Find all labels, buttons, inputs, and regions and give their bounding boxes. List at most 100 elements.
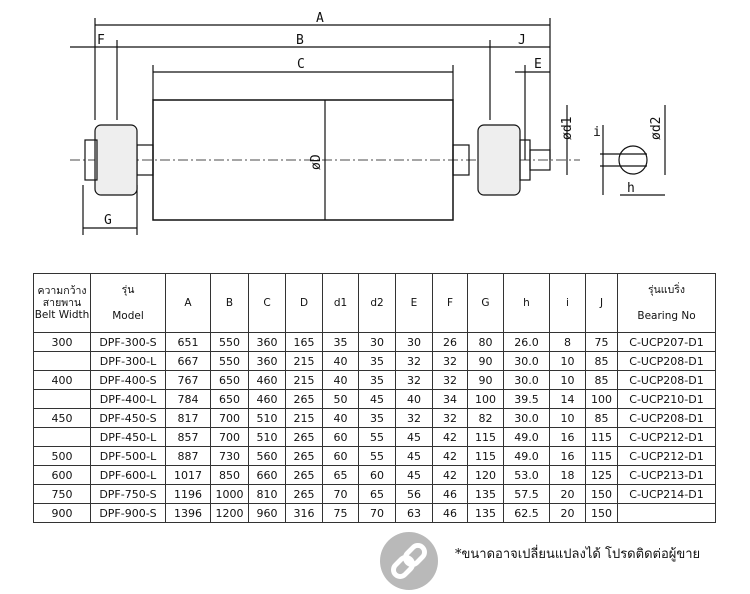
table-cell: 32 <box>432 351 468 371</box>
table-cell: 1196 <box>165 484 211 504</box>
table-cell: 85 <box>585 408 618 428</box>
table-cell: 35 <box>358 408 396 428</box>
link-watermark-icon <box>380 532 438 590</box>
table-cell: 18 <box>549 465 586 485</box>
table-cell: 56 <box>395 484 433 504</box>
table-cell: 650 <box>210 389 249 409</box>
table-cell: 265 <box>285 389 323 409</box>
table-cell: 215 <box>285 351 323 371</box>
column-header: E <box>395 273 433 333</box>
column-header: F <box>432 273 468 333</box>
header-thai: รุ่น <box>121 284 135 296</box>
table-cell: 667 <box>165 351 211 371</box>
table-cell: 265 <box>285 465 323 485</box>
table-cell: 45 <box>395 446 433 466</box>
disclaimer-note: *ขนาดอาจเปลี่ยนแปลงได้ โปรดติดต่อผู้ขาย <box>455 547 701 562</box>
table-cell: 120 <box>467 465 504 485</box>
table-cell <box>617 503 716 523</box>
table-cell: 60 <box>322 427 359 447</box>
table-cell: 40 <box>395 389 433 409</box>
header-english: Model <box>112 310 144 322</box>
table-cell: 150 <box>585 503 618 523</box>
table-cell: DPF-600-L <box>90 465 166 485</box>
table-cell: 42 <box>432 465 468 485</box>
table-cell: 45 <box>358 389 396 409</box>
table-cell: DPF-400-S <box>90 370 166 390</box>
table-cell: 70 <box>322 484 359 504</box>
table-cell: 460 <box>248 370 286 390</box>
column-header: รุ่น Model <box>90 273 166 333</box>
table-cell: 115 <box>467 446 504 466</box>
table-cell: 26.0 <box>503 332 550 352</box>
dim-label-a: A <box>316 11 324 26</box>
table-cell: DPF-450-S <box>90 408 166 428</box>
table-cell: 400 <box>33 370 91 390</box>
column-header: D <box>285 273 323 333</box>
table-cell: 70 <box>358 503 396 523</box>
table-cell: 34 <box>432 389 468 409</box>
table-cell: 90 <box>467 370 504 390</box>
dim-label-f: F <box>97 33 105 48</box>
dim-label-d1: ød1 <box>560 117 575 140</box>
table-cell: 550 <box>210 351 249 371</box>
table-cell: 1200 <box>210 503 249 523</box>
table-cell: C-UCP212-D1 <box>617 427 716 447</box>
table-cell: DPF-900-S <box>90 503 166 523</box>
table-cell: 125 <box>585 465 618 485</box>
table-cell: 817 <box>165 408 211 428</box>
table-cell: 20 <box>549 484 586 504</box>
table-cell: 100 <box>585 389 618 409</box>
table-cell: 810 <box>248 484 286 504</box>
table-cell: 32 <box>432 370 468 390</box>
table-cell: 85 <box>585 351 618 371</box>
table-cell: 49.0 <box>503 427 550 447</box>
table-cell: 10 <box>549 408 586 428</box>
table-cell: 135 <box>467 503 504 523</box>
table-cell: 30 <box>358 332 396 352</box>
header-thai: รุ่นแบริ่ง <box>647 284 686 296</box>
table-cell: 30 <box>395 332 433 352</box>
table-cell: 46 <box>432 484 468 504</box>
dim-label-c: C <box>297 57 305 72</box>
table-cell: 850 <box>210 465 249 485</box>
table-cell: 857 <box>165 427 211 447</box>
table-cell: 500 <box>33 446 91 466</box>
table-cell: C-UCP212-D1 <box>617 446 716 466</box>
table-cell: 10 <box>549 370 586 390</box>
table-cell: 750 <box>33 484 91 504</box>
table-cell: 75 <box>322 503 359 523</box>
table-cell: 550 <box>210 332 249 352</box>
table-cell: 900 <box>33 503 91 523</box>
table-cell <box>33 389 91 409</box>
table-cell: 316 <box>285 503 323 523</box>
table-cell: 510 <box>248 408 286 428</box>
table-cell: DPF-400-L <box>90 389 166 409</box>
table-cell: 40 <box>322 351 359 371</box>
table-cell: 90 <box>467 351 504 371</box>
dim-label-g: G <box>104 213 112 228</box>
dim-label-e: E <box>534 57 542 72</box>
table-cell: 100 <box>467 389 504 409</box>
table-cell: 65 <box>322 465 359 485</box>
table-cell: 42 <box>432 427 468 447</box>
table-cell: 730 <box>210 446 249 466</box>
table-cell: 165 <box>285 332 323 352</box>
table-cell: 300 <box>33 332 91 352</box>
table-cell: 700 <box>210 408 249 428</box>
table-cell: 75 <box>585 332 618 352</box>
table-cell: 560 <box>248 446 286 466</box>
table-cell: 460 <box>248 389 286 409</box>
column-header: C <box>248 273 286 333</box>
table-cell <box>33 351 91 371</box>
table-cell: 150 <box>585 484 618 504</box>
table-cell: 660 <box>248 465 286 485</box>
table-cell: 55 <box>358 427 396 447</box>
column-header: i <box>549 273 586 333</box>
